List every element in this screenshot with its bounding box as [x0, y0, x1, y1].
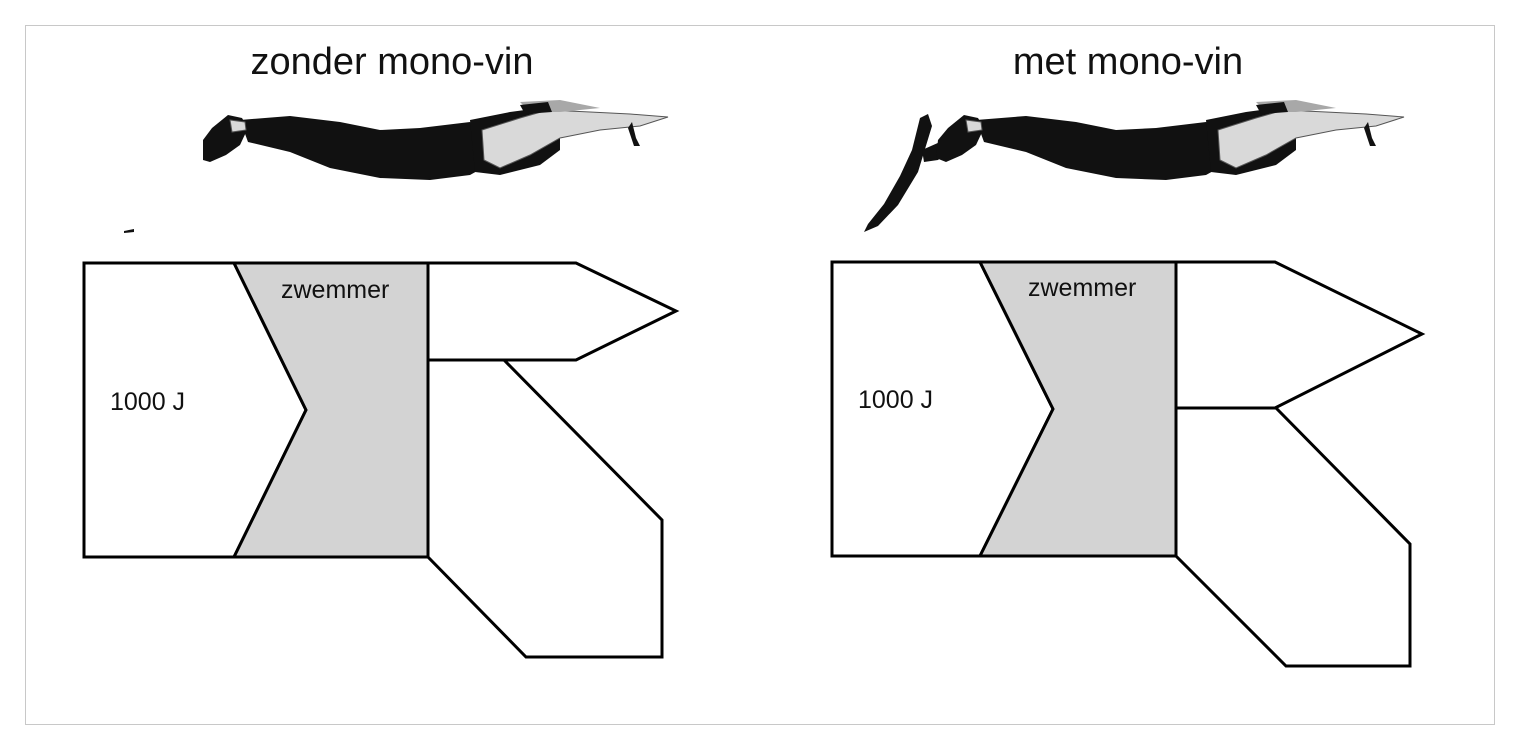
artifact-mark — [124, 229, 134, 233]
useful-output-arrow — [426, 261, 680, 362]
panel-without-monofin: zonder mono-vin 1000 J zwemmer — [82, 41, 680, 659]
swimmer-box — [231, 261, 430, 559]
panel-title: met mono-vin — [1013, 41, 1243, 83]
swimmer-label: zwemmer — [1028, 274, 1136, 302]
input-energy-label: 1000 J — [110, 388, 185, 416]
input-energy-label: 1000 J — [858, 386, 933, 414]
panel-with-monofin: met mono-vin 1000 J zwemmer — [830, 41, 1426, 668]
swimmer-image — [203, 100, 669, 180]
loss-output-arrow — [1174, 406, 1412, 668]
swimmer-label: zwemmer — [281, 276, 389, 304]
swimmer-box — [977, 260, 1178, 558]
monofin-icon — [864, 114, 932, 232]
panel-title: zonder mono-vin — [250, 41, 533, 83]
loss-output-arrow — [426, 358, 664, 659]
swimmer-with-monofin-image — [864, 100, 1405, 232]
figure-frame — [25, 25, 1495, 725]
useful-output-arrow — [1174, 260, 1426, 410]
